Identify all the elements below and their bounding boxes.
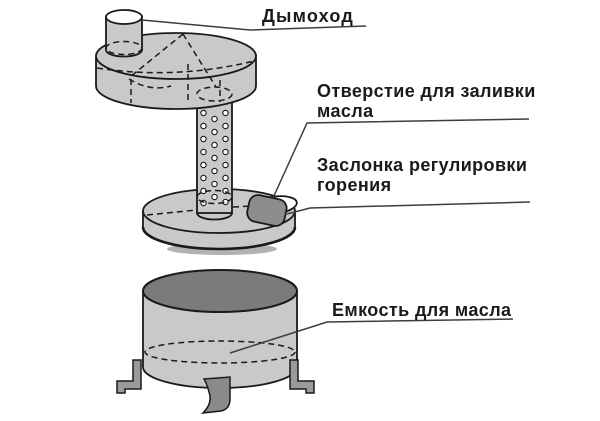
burner-tube [196,94,233,221]
air-hole [200,174,207,182]
container-oil-level [144,340,296,364]
air-hole [211,141,218,149]
leader-lines [141,19,531,354]
air-hole [222,174,229,182]
container-leg-left [116,359,142,394]
chimney-side [105,16,143,58]
air-hole [222,161,229,169]
tube-top-hidden [196,86,233,102]
chimney-opening [105,9,143,25]
air-hole [222,135,229,143]
air-hole [211,193,218,201]
plate-hidden-line-left [146,209,197,216]
tube-air-holes [200,109,229,207]
air-hole [222,148,229,156]
combustion-damper [246,194,288,227]
label-fill-hole-line1: Отверстие для заливки [317,81,536,101]
air-hole [222,109,229,117]
leader-damper [286,201,531,215]
tube-bottom-edge [196,212,233,221]
drum-hidden-baffle-right [182,33,217,88]
air-hole [211,115,218,123]
label-chimney: Дымоход [262,6,354,26]
air-hole [222,122,229,130]
tube-base-joint [196,189,233,205]
container-leg-right [289,359,315,394]
chimney-base-joint [105,40,143,56]
oil-container [116,269,315,414]
air-hole [200,161,207,169]
drum-hidden-arc [128,78,172,89]
chimney-pipe [105,9,143,58]
container-leg-front [200,376,231,414]
leader-chimney [141,19,367,31]
air-hole [211,180,218,188]
leader-container [229,318,514,354]
air-hole [200,148,207,156]
label-damper-line2: горения [317,175,392,195]
air-hole [200,122,207,130]
drum-hidden-baffle-left [129,33,184,78]
label-container: Емкость для масла [332,300,512,320]
air-hole [211,167,218,175]
container-top-face [142,269,298,313]
air-hole [200,109,207,117]
air-hole [200,135,207,143]
label-damper-line1: Заслонка регулировки [317,155,527,175]
label-fill-hole-line2: масла [317,101,374,121]
leader-fill-hole [272,118,530,199]
text-labels: Дымоход Отверстие для заливки масла Засл… [262,6,536,320]
air-hole [211,128,218,136]
air-hole [211,154,218,162]
drum-hidden-structure [96,33,255,104]
plate-bottom-edge [141,226,297,251]
